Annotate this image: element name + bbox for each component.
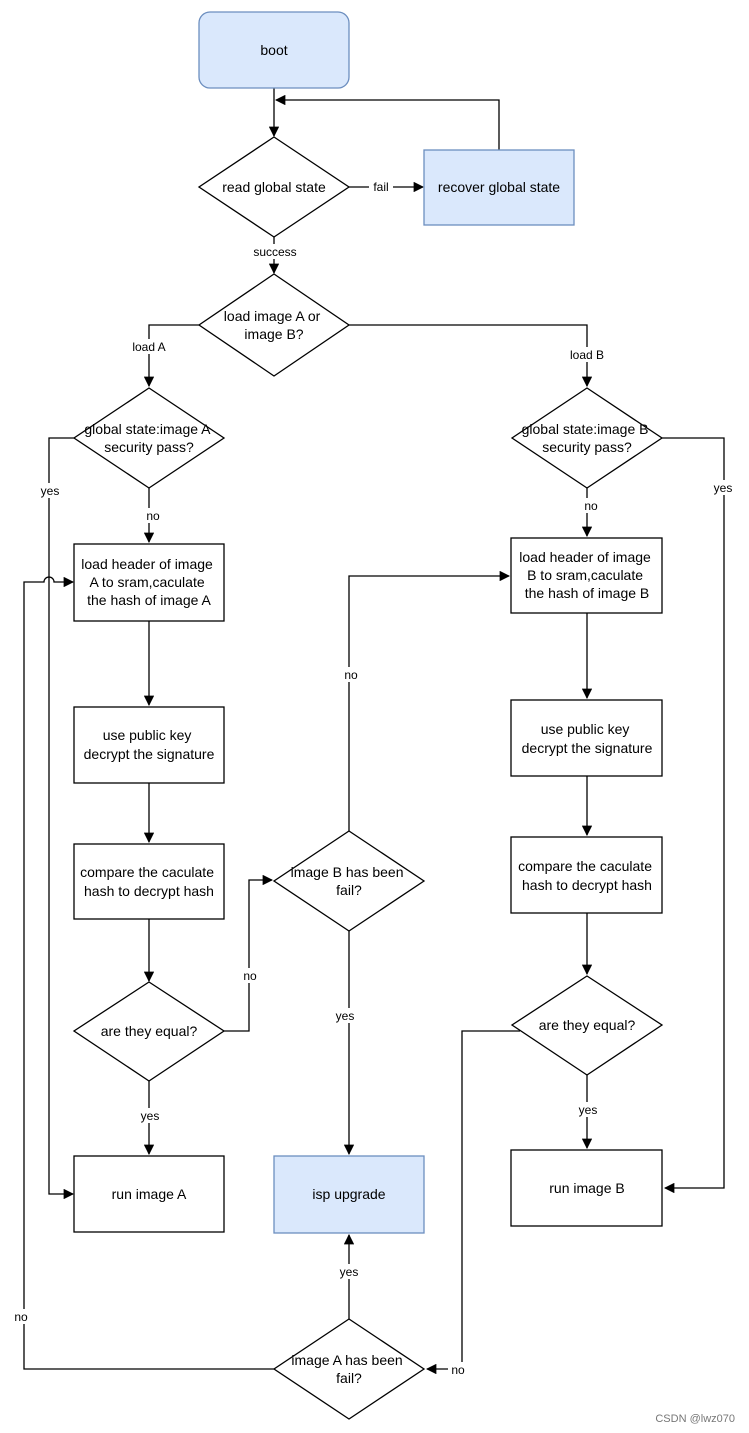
equal-a-label: are they equal? (101, 1023, 198, 1039)
edge-a-failed-no (23, 576, 274, 1370)
run-b-label: run image B (549, 1180, 624, 1196)
compare-a-label: compare the caculate hash to decrypt has… (80, 864, 218, 899)
decrypt-a-node: use public key decrypt the signature (73, 706, 225, 784)
edge-choice-to-check-b (349, 324, 593, 388)
check-b-node: global state:image B security pass? (510, 387, 664, 489)
load-header-b-label: load header of image B to sram,caculate … (519, 549, 654, 601)
svg-text:yes: yes (141, 1109, 160, 1123)
read-global-state-label: read global state (222, 179, 326, 195)
svg-text:no: no (451, 1363, 465, 1377)
edges (23, 88, 725, 1375)
read-global-state-node: read global state (197, 136, 351, 238)
edge-labels: fail success load A load B yes no no ye (11, 179, 735, 1377)
load-header-a-label: load header of image A to sram,caculate … (81, 556, 216, 608)
svg-text:yes: yes (336, 1009, 355, 1023)
svg-text:no: no (584, 499, 598, 513)
label-success: success (249, 244, 301, 259)
label-equal-b-no: no (448, 1362, 468, 1377)
edge-choice-to-check-a (143, 324, 199, 388)
check-a-label: global state:image A security pass? (84, 421, 213, 455)
recover-global-state-label: recover global state (438, 179, 560, 195)
label-b-failed-no: no (341, 667, 361, 682)
equal-a-node: are they equal? (72, 981, 226, 1082)
svg-text:no: no (243, 969, 257, 983)
label-load-b: load B (566, 347, 608, 362)
b-failed-label: image B has been fail? (291, 864, 408, 898)
isp-upgrade-label: isp upgrade (312, 1186, 385, 1202)
isp-upgrade-node: isp upgrade (273, 1155, 425, 1234)
label-a-failed-no-left: no (11, 1309, 31, 1324)
edge-check-a-yes (48, 437, 75, 1200)
load-choice-node: load image A or image B? (197, 273, 351, 377)
label-check-b-no: no (581, 498, 601, 513)
label-equal-b-yes: yes (576, 1102, 600, 1117)
edge-b-failed-no (348, 570, 511, 831)
check-b-label: global state:image B security pass? (522, 421, 653, 455)
check-a-node: global state:image A security pass? (72, 387, 226, 489)
label-load-a: load A (128, 339, 170, 354)
svg-text:no: no (146, 509, 160, 523)
decrypt-b-node: use public key decrypt the signature (510, 699, 663, 777)
run-a-node: run image A (73, 1155, 225, 1233)
svg-text:yes: yes (41, 484, 60, 498)
load-header-b-node: load header of image B to sram,caculate … (510, 537, 663, 614)
edge-recover-back (274, 94, 500, 150)
nodes: boot read global state recover global st… (72, 11, 664, 1420)
label-equal-a-no: no (240, 968, 260, 983)
b-failed-node: image B has been fail? (272, 830, 426, 932)
run-a-label: run image A (112, 1186, 187, 1202)
label-equal-a-yes: yes (138, 1108, 162, 1123)
a-failed-node: image A has been fail? (272, 1318, 426, 1420)
load-header-a-node: load header of image A to sram,caculate … (73, 543, 225, 622)
svg-text:no: no (344, 668, 358, 682)
label-check-b-yes: yes (711, 480, 735, 495)
recover-global-state-node: recover global state (423, 149, 575, 226)
label-a-failed-yes: yes (337, 1264, 361, 1279)
svg-text:load B: load B (570, 348, 604, 362)
svg-text:yes: yes (340, 1265, 359, 1279)
compare-b-node: compare the caculate hash to decrypt has… (510, 836, 663, 914)
watermark: CSDN @lwz070 (655, 1413, 735, 1425)
a-failed-label: image A has been fail? (291, 1352, 406, 1386)
label-fail: fail (369, 179, 393, 194)
boot-node: boot (198, 11, 350, 89)
label-b-failed-yes: yes (333, 1008, 357, 1023)
decrypt-b-label: use public key decrypt the signature (522, 721, 653, 756)
label-check-a-no: no (143, 508, 163, 523)
label-check-a-yes: yes (38, 483, 62, 498)
compare-b-label: compare the caculate hash to decrypt has… (518, 858, 656, 893)
edge-equal-b-no (425, 1030, 520, 1375)
edge-equal-a-no (224, 874, 274, 1032)
svg-text:yes: yes (579, 1103, 598, 1117)
boot-label: boot (260, 42, 287, 58)
svg-text:no: no (14, 1310, 28, 1324)
load-choice-label: load image A or image B? (224, 308, 324, 342)
run-b-node: run image B (510, 1149, 663, 1227)
compare-a-node: compare the caculate hash to decrypt has… (73, 843, 225, 920)
svg-text:load A: load A (132, 340, 165, 354)
decrypt-a-label: use public key decrypt the signature (84, 727, 215, 762)
svg-text:fail: fail (373, 180, 388, 194)
equal-b-node: are they equal? (510, 975, 664, 1076)
edge-check-b-yes (662, 437, 725, 1194)
equal-b-label: are they equal? (539, 1017, 636, 1033)
svg-text:yes: yes (714, 481, 733, 495)
svg-text:success: success (253, 245, 296, 259)
